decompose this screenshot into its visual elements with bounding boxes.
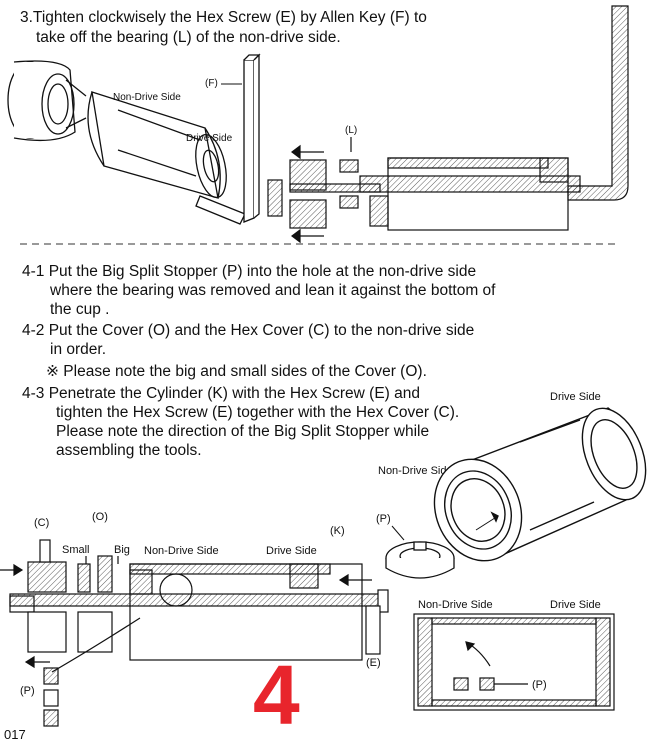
- fig4-label-non-drive-side: Non-Drive Side: [418, 599, 493, 611]
- fig2-label-p: (P): [376, 513, 391, 525]
- fig2-label-drive-side: Drive Side: [550, 391, 601, 403]
- fig3-label-drive-side: Drive Side: [266, 545, 317, 557]
- fig3-label-small: Small: [62, 544, 90, 556]
- page-number: 017: [4, 727, 26, 742]
- figure-stopper-inset: Non-Drive Side Drive Side (P): [413, 599, 615, 711]
- allen-key-long: [567, 5, 629, 201]
- step4-3-line4: assembling the tools.: [56, 442, 202, 459]
- fig3-label-big: Big: [114, 544, 130, 556]
- fig3-label-o: (O): [92, 511, 108, 523]
- allen-key-icon: [243, 53, 261, 223]
- fig2-label-non-drive-side: Non-Drive Side: [378, 465, 453, 477]
- figure-cylinder-perspective: Drive Side Non-Drive Side (P): [376, 391, 647, 579]
- step4-1-line3: the cup .: [50, 301, 110, 318]
- step4-3-line2: tighten the Hex Screw (E) together with …: [56, 404, 460, 421]
- label-f: (F): [205, 78, 218, 89]
- fig4-label-drive-side: Drive Side: [550, 599, 601, 611]
- label-non-drive-side: Non-Drive Side: [113, 92, 181, 103]
- step-number: 4: [253, 648, 300, 742]
- step4-2-line1: 4-2 Put the Cover (O) and the Hex Cover …: [22, 322, 475, 339]
- split-stopper-icon: [385, 541, 455, 579]
- step4-note: ※ Please note the big and small sides of…: [46, 363, 427, 380]
- fig4-label-p: (P): [532, 679, 547, 691]
- step4-3-line1: 4-3 Penetrate the Cylinder (K) with the …: [22, 385, 421, 402]
- section-view: (L): [267, 125, 581, 244]
- step4-1-line1: 4-1 Put the Big Split Stopper (P) into t…: [22, 263, 477, 280]
- figure-assembly-section: (C) (O) Small Big Non-Drive Side Drive S…: [0, 511, 389, 727]
- fig3-label-non-drive-side: Non-Drive Side: [144, 545, 219, 557]
- fig3-label-p: (P): [20, 685, 35, 697]
- label-drive-side: Drive Side: [186, 133, 233, 144]
- step4-2-line2: in order.: [50, 341, 107, 358]
- fig3-label-e: (E): [366, 657, 381, 669]
- roller-illustration: [7, 60, 246, 225]
- step3-line1: 3.Tighten clockwisely the Hex Screw (E) …: [20, 9, 427, 26]
- fig3-label-c: (C): [34, 517, 49, 529]
- step4-3-line3: Please note the direction of the Big Spl…: [56, 423, 430, 440]
- label-l: (L): [345, 125, 357, 136]
- fig3-label-k: (K): [330, 525, 345, 537]
- figure-remove-bearing: (F) Non-Drive Side Drive Side (L): [7, 5, 629, 245]
- step4-1-line2: where the bearing was removed and lean i…: [50, 282, 496, 299]
- step3-line2: take off the bearing (L) of the non-driv…: [36, 29, 341, 46]
